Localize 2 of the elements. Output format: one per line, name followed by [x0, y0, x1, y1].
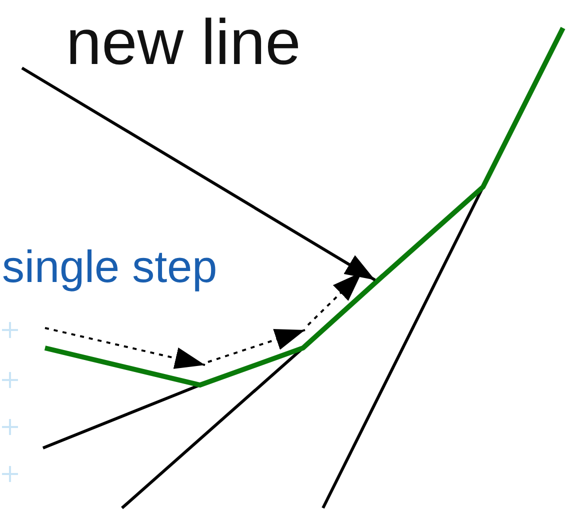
- annotation-text: single step: [2, 244, 218, 289]
- heading-text: new line: [66, 10, 301, 74]
